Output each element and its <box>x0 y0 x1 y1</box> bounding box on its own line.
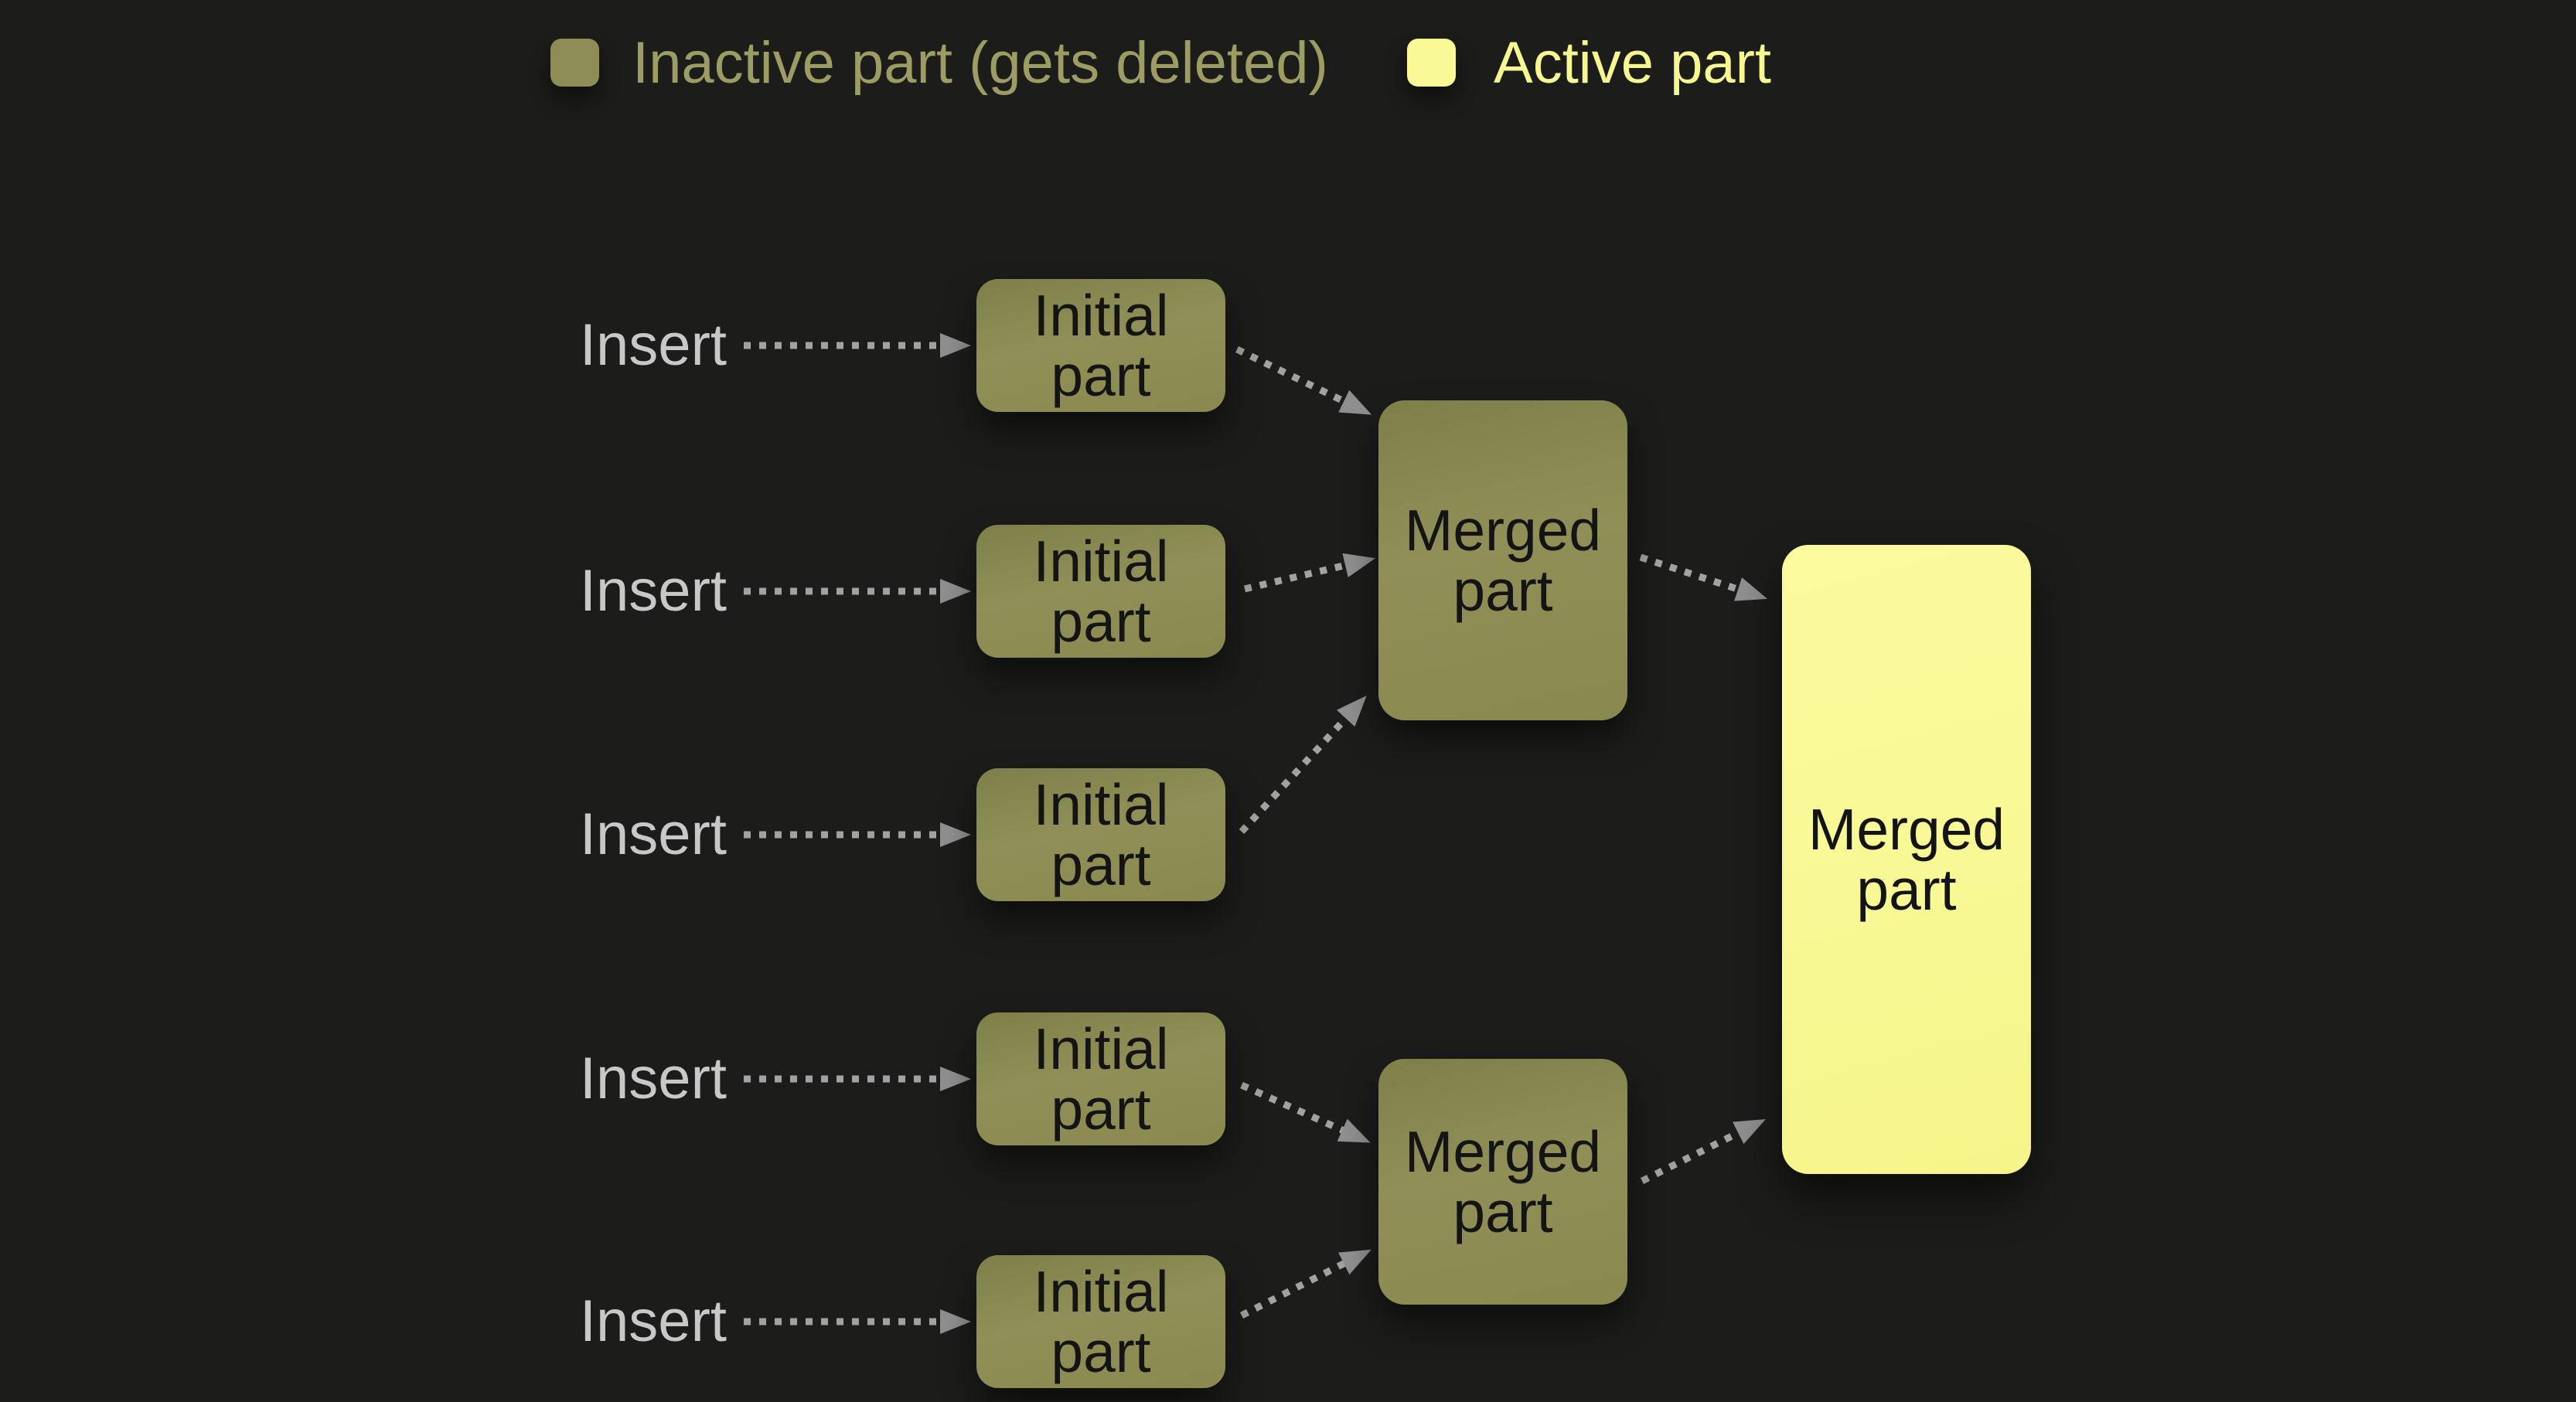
insert-label-4: Insert <box>579 1046 727 1111</box>
insert-label-2: Insert <box>579 558 727 624</box>
initial-part-box-1: Initial part <box>976 279 1225 412</box>
merged-part-box-1: Merged part <box>1378 400 1627 720</box>
legend-swatch-inactive <box>550 39 599 87</box>
initial-part-box-2: Initial part <box>976 525 1225 658</box>
legend-label-inactive: Inactive part (gets deleted) <box>632 30 1328 96</box>
arrow-initial1-to-merged1 <box>1235 345 1372 415</box>
insert-label-5: Insert <box>579 1288 727 1354</box>
merged-part-box-2: Merged part <box>1378 1059 1627 1305</box>
insert-label-3: Insert <box>579 801 727 867</box>
arrow-initial2-to-merged1 <box>1243 553 1375 593</box>
arrow-initial3-to-merged1 <box>1239 696 1367 835</box>
insert-label-1: Insert <box>579 312 727 378</box>
merged-part-box-final-active: Merged part <box>1782 545 2031 1174</box>
legend-swatch-active <box>1407 39 1456 87</box>
legend-label-active: Active part <box>1494 30 1772 96</box>
initial-part-box-3: Initial part <box>976 768 1225 901</box>
arrow-merged2-to-final <box>1640 1119 1766 1185</box>
arrow-merged1-to-final <box>1639 553 1768 601</box>
arrow-initial4-to-merged2 <box>1240 1081 1371 1143</box>
arrow-initial5-to-merged2 <box>1239 1249 1371 1319</box>
initial-part-box-5: Initial part <box>976 1255 1225 1388</box>
initial-part-box-4: Initial part <box>976 1012 1225 1145</box>
